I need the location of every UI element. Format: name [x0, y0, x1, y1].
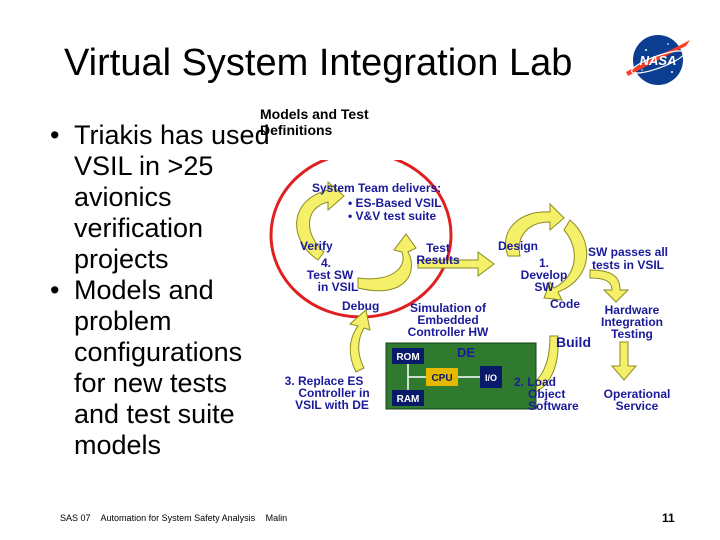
slide-title: Virtual System Integration Lab	[64, 42, 573, 84]
footer: SAS 07 Automation for System Safety Anal…	[60, 513, 295, 523]
sw-passes-label: tests in VSIL	[592, 258, 664, 272]
verify-arrow	[296, 180, 345, 261]
footer-author: Malin	[265, 513, 288, 523]
sw-passes-label: SW passes all	[588, 245, 668, 259]
step1-label: 1.	[539, 256, 549, 270]
verify-label: Verify	[300, 239, 333, 253]
team-heading: System Team delivers:	[312, 181, 441, 195]
test-results-label: Results	[416, 253, 460, 267]
pass-arrow	[589, 269, 630, 303]
team-item: • V&V test suite	[348, 209, 437, 223]
bullet-dot: •	[50, 275, 60, 305]
hardware-label: Testing	[611, 327, 653, 341]
step3-label: VSIL with DE	[295, 398, 369, 412]
io-chip	[480, 366, 502, 388]
simulation-label: Simulation of	[410, 301, 487, 315]
step2-label: 2. Load	[514, 375, 556, 389]
rom-label: ROM	[396, 352, 419, 363]
hardware-label: Integration	[601, 315, 663, 329]
callout-label: Models and Test Definitions	[260, 106, 369, 138]
step3-label: 3. Replace ES	[285, 374, 364, 388]
hardware-label: Hardware	[605, 303, 660, 317]
bullet-list: • Triakis has used VSIL in >25 avionics …	[50, 120, 270, 461]
test-results-label: Test	[426, 241, 450, 255]
footer-event: SAS 07	[60, 513, 91, 523]
io-label: I/O	[485, 373, 497, 383]
debug-label: Debug	[342, 299, 379, 313]
operational-label: Operational	[604, 387, 671, 401]
design-arrow	[505, 202, 565, 257]
ram-chip	[392, 390, 424, 406]
step2-label: Software	[528, 399, 579, 413]
footer-title: Automation for System Safety Analysis	[100, 513, 256, 523]
step4-label: 4.	[321, 256, 331, 270]
cpu-label: CPU	[431, 373, 452, 384]
code-arrow	[543, 219, 588, 301]
nasa-logo-icon: NASA	[626, 35, 690, 85]
page-number: 11	[662, 511, 675, 525]
simulation-label: Embedded	[417, 313, 478, 327]
bullet-text: Triakis has used VSIL in >25 avionics ve…	[74, 120, 270, 274]
design-label: Design	[498, 239, 538, 253]
hardware-to-operational-arrow	[610, 341, 638, 381]
vsil-process-diagram: DE ROM CPU I/O RAM System Team delivers:…	[269, 160, 671, 413]
code-label: Code	[550, 297, 580, 311]
step4-label: Test SW	[307, 268, 354, 282]
de-label: DE	[457, 345, 475, 360]
build-label: Build	[556, 334, 591, 350]
bullet-item: • Models and problem configurations for …	[50, 275, 270, 461]
bullet-dot: •	[50, 120, 60, 150]
replace-arrow	[348, 309, 371, 373]
ram-label: RAM	[397, 394, 420, 405]
step2-label: Object	[528, 387, 565, 401]
step4-label: in VSIL	[318, 280, 359, 294]
step1-label: Develop	[521, 268, 568, 282]
step1-label: SW	[534, 280, 554, 294]
bullet-text: Models and problem configurations for ne…	[74, 275, 243, 460]
debug-arrow	[357, 233, 417, 292]
nasa-logo-text: NASA	[640, 53, 677, 68]
operational-label: Service	[616, 399, 659, 413]
step3-label: Controller in	[298, 386, 369, 400]
rom-chip	[392, 348, 424, 364]
cpu-chip	[426, 368, 458, 386]
test-results-arrow	[417, 251, 495, 277]
team-item: • ES-Based VSIL	[348, 196, 442, 210]
bullet-item: • Triakis has used VSIL in >25 avionics …	[50, 120, 270, 275]
simulation-label: Controller HW	[408, 325, 489, 339]
